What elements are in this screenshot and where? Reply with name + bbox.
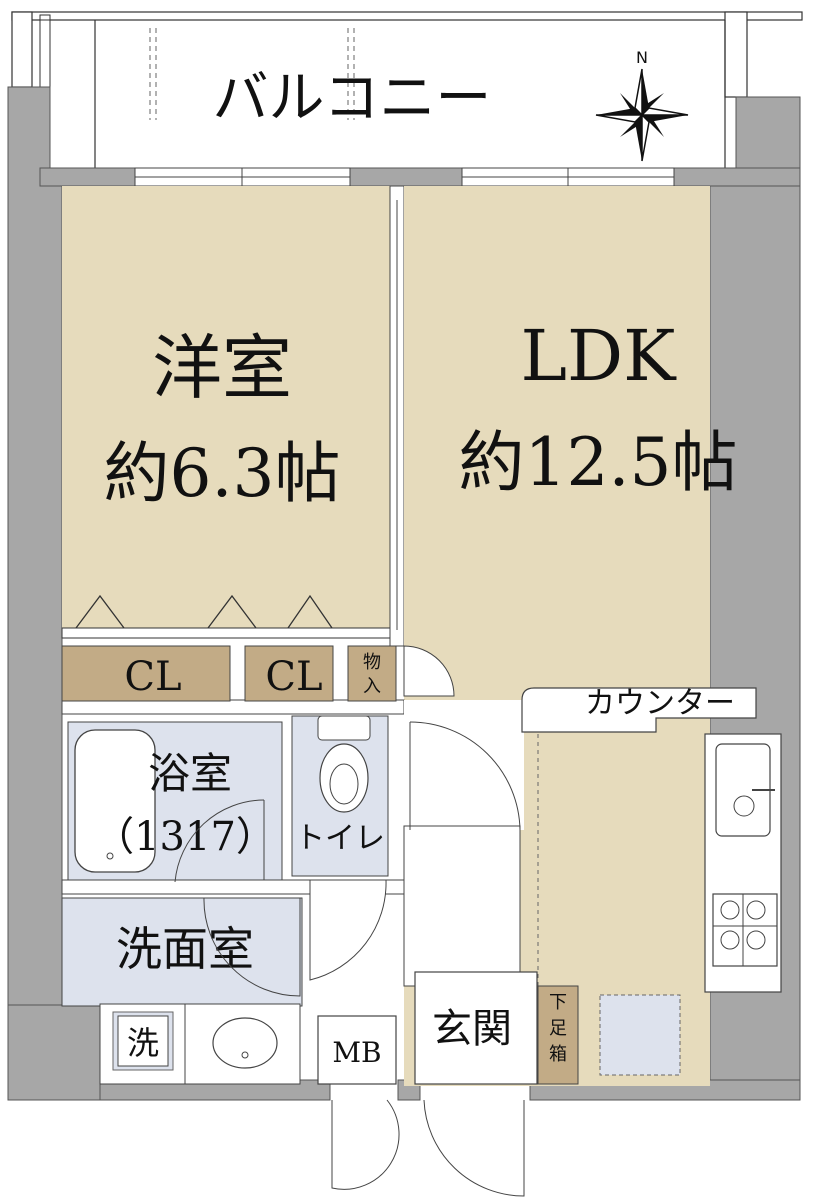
toilet-label: トイレ [295,821,385,856]
mb: MB [317,1015,400,1190]
western-room-size: 約6.3帖 [104,435,341,512]
shoe-box-label-3: 箱 [549,1044,567,1065]
kitchen-door [409,721,521,831]
washer-label: 洗 [127,1024,159,1062]
storage-label-1: 物 [363,652,381,673]
washer-space: 洗 [112,1011,174,1071]
toilet-icon [317,715,371,813]
sink-icon [715,743,775,837]
shoe-box-label-1: 下 [549,992,567,1013]
balcony: バルコニー [11,11,803,168]
fridge-space [599,994,681,1076]
compass-rose-icon: N [595,48,689,162]
closet-2: CL [244,645,334,702]
ldk-name: LDK [521,315,678,397]
closet-1: CL [61,645,231,702]
bath-size: （1317） [94,814,276,860]
storage-label-2: 入 [363,676,381,697]
entrance-label: 玄関 [432,1006,512,1052]
counter-label: カウンター [585,686,735,721]
western-room-name: 洋室 [152,327,292,409]
washroom-label: 洗面室 [116,922,254,976]
balcony-label: バルコニー [213,66,492,131]
mb-label: MB [332,1036,381,1069]
western-room: 洋室 約6.3帖 [61,186,391,639]
counter: カウンター [521,686,757,1000]
ldk-size: 約12.5帖 [459,424,738,501]
washroom: 洗面室 洗 [61,897,303,1085]
entrance: 玄関 下 足 箱 [414,971,579,1197]
closet-2-label: CL [265,654,322,700]
stove-icon [712,893,778,967]
closet-1-label: CL [124,654,181,700]
shoe-box-label-2: 足 [549,1018,567,1039]
bath: 浴室 （1317） [67,721,283,883]
bath-name: 浴室 [148,749,232,798]
washbasin-icon [212,1017,278,1069]
partition [389,185,405,647]
toilet: トイレ [291,715,389,981]
compass-north-label: N [636,48,648,67]
bathtub [74,729,156,873]
kitchen-unit [704,733,782,993]
storage: 物 入 [347,645,455,702]
